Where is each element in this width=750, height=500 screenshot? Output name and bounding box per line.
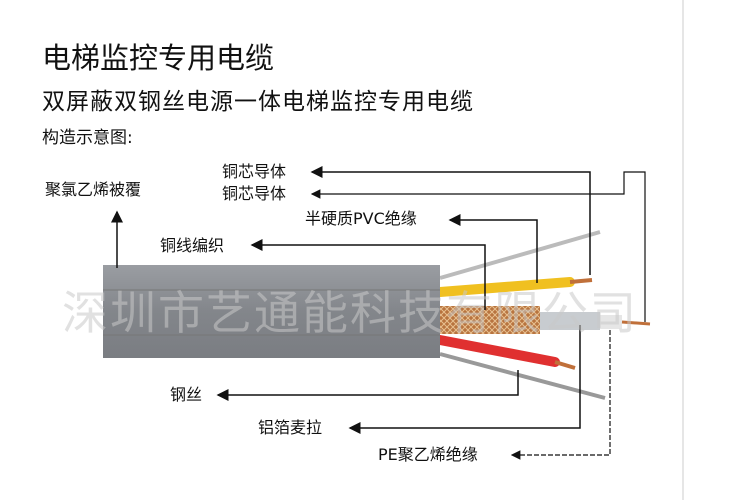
cable-sheath [103,265,440,358]
copper-core-yellow [569,278,593,284]
leader-copper-core-1 [310,166,591,275]
leader-aluminum-mylar [348,325,581,434]
label-pvc-sheath: 聚氯乙烯被覆 [45,180,142,199]
watermark: 深圳市艺通能科技有限公司 [62,286,638,340]
yellow-wire [435,277,575,297]
red-wire [435,335,560,367]
aluminum-foil [540,312,600,330]
label-copper-core-2: 铜芯导体 [222,184,287,203]
page-title: 电梯监控专用电缆 [42,41,275,75]
steel-wire-top [439,230,601,280]
subtitle: 双屏蔽双钢丝电源一体电梯监控专用电缆 [42,89,474,115]
label-pe-insulation: PE聚乙烯绝缘 [378,445,478,464]
label-copper-braid: 铜线编织 [160,236,225,255]
copper-core-red [554,360,576,370]
steel-wire-bottom [439,352,606,400]
pe-insulation [600,315,622,329]
label-copper-core-1: 铜芯导体 [222,162,287,181]
leader-steel-wire [216,370,519,401]
copper-braid [440,306,540,334]
leader-pe-insulation [510,330,611,460]
coax-core [621,320,651,326]
label-pvc-insulation: 半硬质PVC绝缘 [305,209,417,228]
label-aluminum-mylar: 铝箔麦拉 [258,418,323,437]
leader-copper-core-2 [310,171,646,322]
structure-label: 构造示意图: [42,128,133,148]
leader-pvc-insulation [448,214,538,283]
leader-copper-braid [250,239,486,310]
label-steel-wire: 钢丝 [170,385,203,404]
